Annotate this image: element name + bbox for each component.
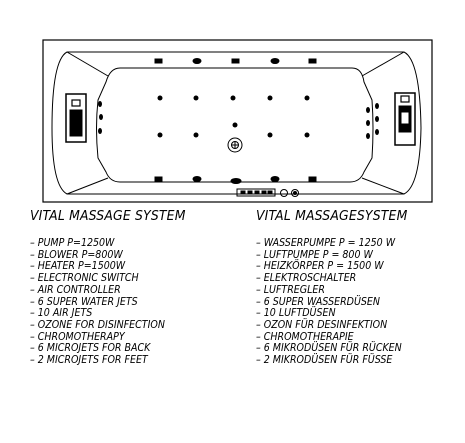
spec-item: – 2 MIKRODÜSEN FÜR FÜSSE	[256, 355, 393, 367]
massage-jets	[157, 95, 310, 138]
control-panel	[236, 188, 299, 197]
spec-item: – WASSERPUMPE P = 1250 W	[256, 238, 396, 249]
drain-icon	[227, 137, 243, 153]
rim-jet	[308, 176, 317, 182]
spec-items-english: – PUMP P=1250W– BLOWER P=800W– HEATER P=…	[30, 238, 199, 367]
spec-item: – OZON FÜR DESINFEKTION	[256, 319, 388, 331]
spec-item: – 6 SUPER WASSERDÜSEN	[256, 296, 380, 308]
spec-item: – HEIZKÖRPER P = 1500 W	[256, 261, 384, 273]
microjet	[99, 114, 103, 120]
rim-jet	[270, 176, 280, 182]
right-microjets	[366, 103, 379, 139]
massage-jet	[230, 95, 236, 101]
spec-item: – CHROMOTHERAPY	[30, 331, 125, 343]
rim-jet	[192, 176, 202, 182]
rim-jet	[270, 58, 280, 64]
left-headrest	[65, 93, 87, 143]
rim-jet	[154, 58, 163, 64]
left-microjets	[98, 101, 103, 134]
spec-item: – LUFTREGLER	[256, 284, 325, 296]
spec-list-english: VITAL MASSAGE SYSTEM – PUMP P=1250W– BLO…	[30, 208, 199, 367]
basin-corner-line	[361, 177, 405, 195]
basin-corner-line	[66, 177, 109, 195]
microjet	[366, 133, 370, 139]
spec-items-german: – WASSERPUMPE P = 1250 W– LUFTPUMPE P = …	[256, 238, 421, 367]
microjet	[98, 128, 102, 134]
rim-jet	[154, 176, 163, 182]
bathtub-top-view-drawing	[42, 39, 433, 203]
rim-jet	[231, 58, 240, 64]
microjet	[366, 120, 370, 126]
massage-jet	[157, 132, 163, 138]
spec-item: – CHROMOTHERAPIE	[256, 331, 354, 343]
spec-title-english: VITAL MASSAGE SYSTEM	[30, 208, 186, 224]
spec-item: – ELECTRONIC SWITCH	[30, 273, 139, 285]
spec-item: – LUFTPUMPE P = 800 W	[256, 249, 373, 261]
spec-item: – BLOWER P=800W	[30, 249, 123, 261]
tub-basin	[96, 67, 374, 183]
control-knob	[280, 189, 288, 197]
massage-jet	[193, 95, 199, 101]
spec-list-german: VITAL MASSAGESYSTEM – WASSERPUMPE P = 12…	[256, 208, 421, 367]
spec-item: – 6 SUPER WATER JETS	[30, 296, 138, 308]
spec-title-german: VITAL MASSAGESYSTEM	[256, 208, 408, 224]
control-knob	[291, 189, 299, 197]
bottom-rim-jets	[154, 176, 317, 184]
microjet	[375, 103, 379, 109]
spec-item: – 6 MICROJETS FOR BACK	[30, 343, 151, 355]
spec-item: – HEATER P=1500W	[30, 261, 126, 273]
massage-jet	[157, 95, 163, 101]
spec-item: – 10 AIR JETS	[30, 308, 93, 320]
tub-outer-frame	[42, 39, 433, 203]
right-headrest	[394, 92, 416, 146]
massage-jet	[304, 132, 310, 138]
spec-item: – ELEKTROSCHALTER	[256, 273, 357, 285]
rim-jet	[192, 58, 202, 64]
spec-item: – PUMP P=1250W	[30, 238, 115, 249]
massage-jet	[267, 132, 273, 138]
top-rim-jets	[154, 58, 317, 64]
spec-item: – AIR CONTROLLER	[30, 284, 121, 296]
spec-item: – OZONE FOR DISINFECTION	[30, 319, 165, 331]
rim-jet	[230, 178, 242, 184]
basin-corner-line	[66, 51, 109, 77]
spec-item: – 6 MIKRODÜSEN FÜR RÜCKEN	[256, 343, 402, 355]
microjet	[98, 101, 102, 107]
massage-jet	[267, 95, 273, 101]
microjet	[366, 107, 370, 113]
massage-jet	[304, 95, 310, 101]
massage-jet	[193, 132, 199, 138]
basin-corner-line	[361, 51, 405, 77]
massage-jet	[232, 122, 238, 128]
rim-jet	[308, 58, 317, 64]
microjet	[375, 116, 379, 122]
spec-item: – 10 LUFTDÜSEN	[256, 308, 336, 320]
spec-item: – 2 MICROJETS FOR FEET	[30, 355, 148, 367]
microjet	[375, 129, 379, 135]
